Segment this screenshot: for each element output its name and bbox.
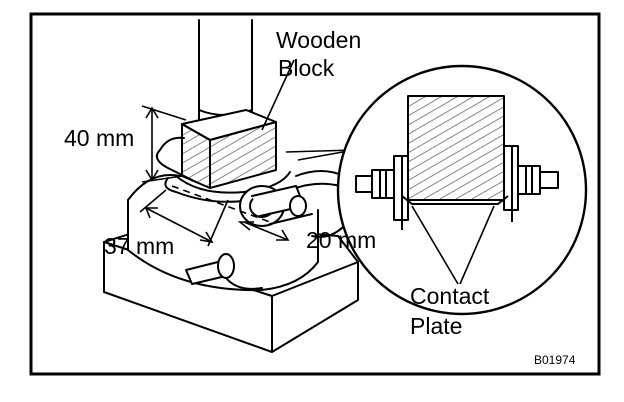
bolt-knob <box>185 253 263 290</box>
depth-dimension-label: 20 mm <box>306 227 376 253</box>
right-bolt <box>517 165 559 195</box>
wooden-block <box>181 109 277 189</box>
contact-plate-label-line1: Contact <box>410 283 490 309</box>
wooden-block-label-line1: Wooden <box>276 27 361 53</box>
contact-plate-label-line2: Plate <box>410 313 462 339</box>
wooden-block-label-line2: Block <box>278 55 335 81</box>
figure-code: B01974 <box>534 353 576 367</box>
figure-frame <box>29 12 601 376</box>
contact-plate-piece <box>401 195 509 205</box>
left-bolt <box>355 169 395 199</box>
dimension-lines <box>139 59 355 247</box>
width-dimension-label: 37 mm <box>104 233 174 259</box>
clamp-ring <box>156 136 197 183</box>
contact-plate-leaders <box>411 205 495 285</box>
height-dimension-label: 40 mm <box>64 125 134 151</box>
detail-view <box>355 95 559 230</box>
detail-wooden-block <box>407 95 505 201</box>
contact-mechanism <box>239 185 313 227</box>
